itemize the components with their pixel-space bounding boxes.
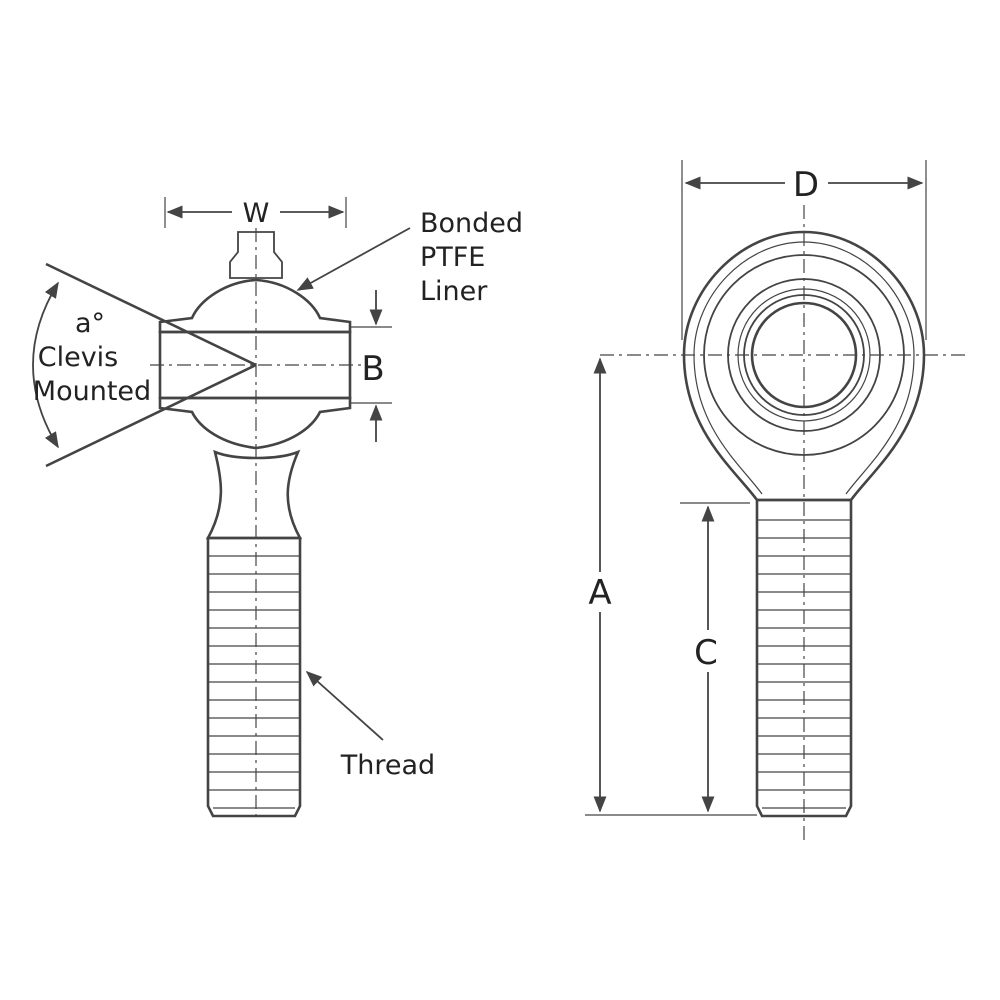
angle-label: a°: [75, 308, 105, 339]
ball-lower: [158, 396, 352, 450]
side-section-view: W: [32, 197, 523, 822]
b-label: B: [361, 349, 384, 389]
clevis-angle-lines: [32, 262, 257, 468]
w-dimension: [164, 197, 347, 228]
b-dimension: [350, 290, 392, 442]
c-label: C: [694, 633, 718, 673]
d-label: D: [793, 165, 819, 205]
liner-label-line3: Liner: [420, 276, 488, 307]
thread-label: Thread: [340, 750, 435, 781]
left-threaded-shank: [206, 536, 302, 818]
liner-label-line1: Bonded: [420, 208, 523, 239]
grease-fitting: [229, 231, 283, 279]
thread-leader: [305, 670, 384, 741]
front-view: D: [585, 160, 965, 845]
right-threaded-shank: [755, 498, 853, 818]
liner-leader: [296, 227, 411, 291]
clevis-label-line2: Mounted: [33, 376, 151, 407]
ball-upper: [158, 278, 352, 334]
a-dimension: [585, 357, 757, 816]
clevis-label-line1: Clevis: [38, 342, 119, 373]
c-dimension: [680, 502, 750, 813]
w-label: W: [243, 198, 270, 229]
a-label: A: [588, 573, 611, 613]
neck-section: [205, 449, 303, 540]
d-dimension: [681, 160, 927, 340]
liner-label-line2: PTFE: [420, 242, 485, 273]
